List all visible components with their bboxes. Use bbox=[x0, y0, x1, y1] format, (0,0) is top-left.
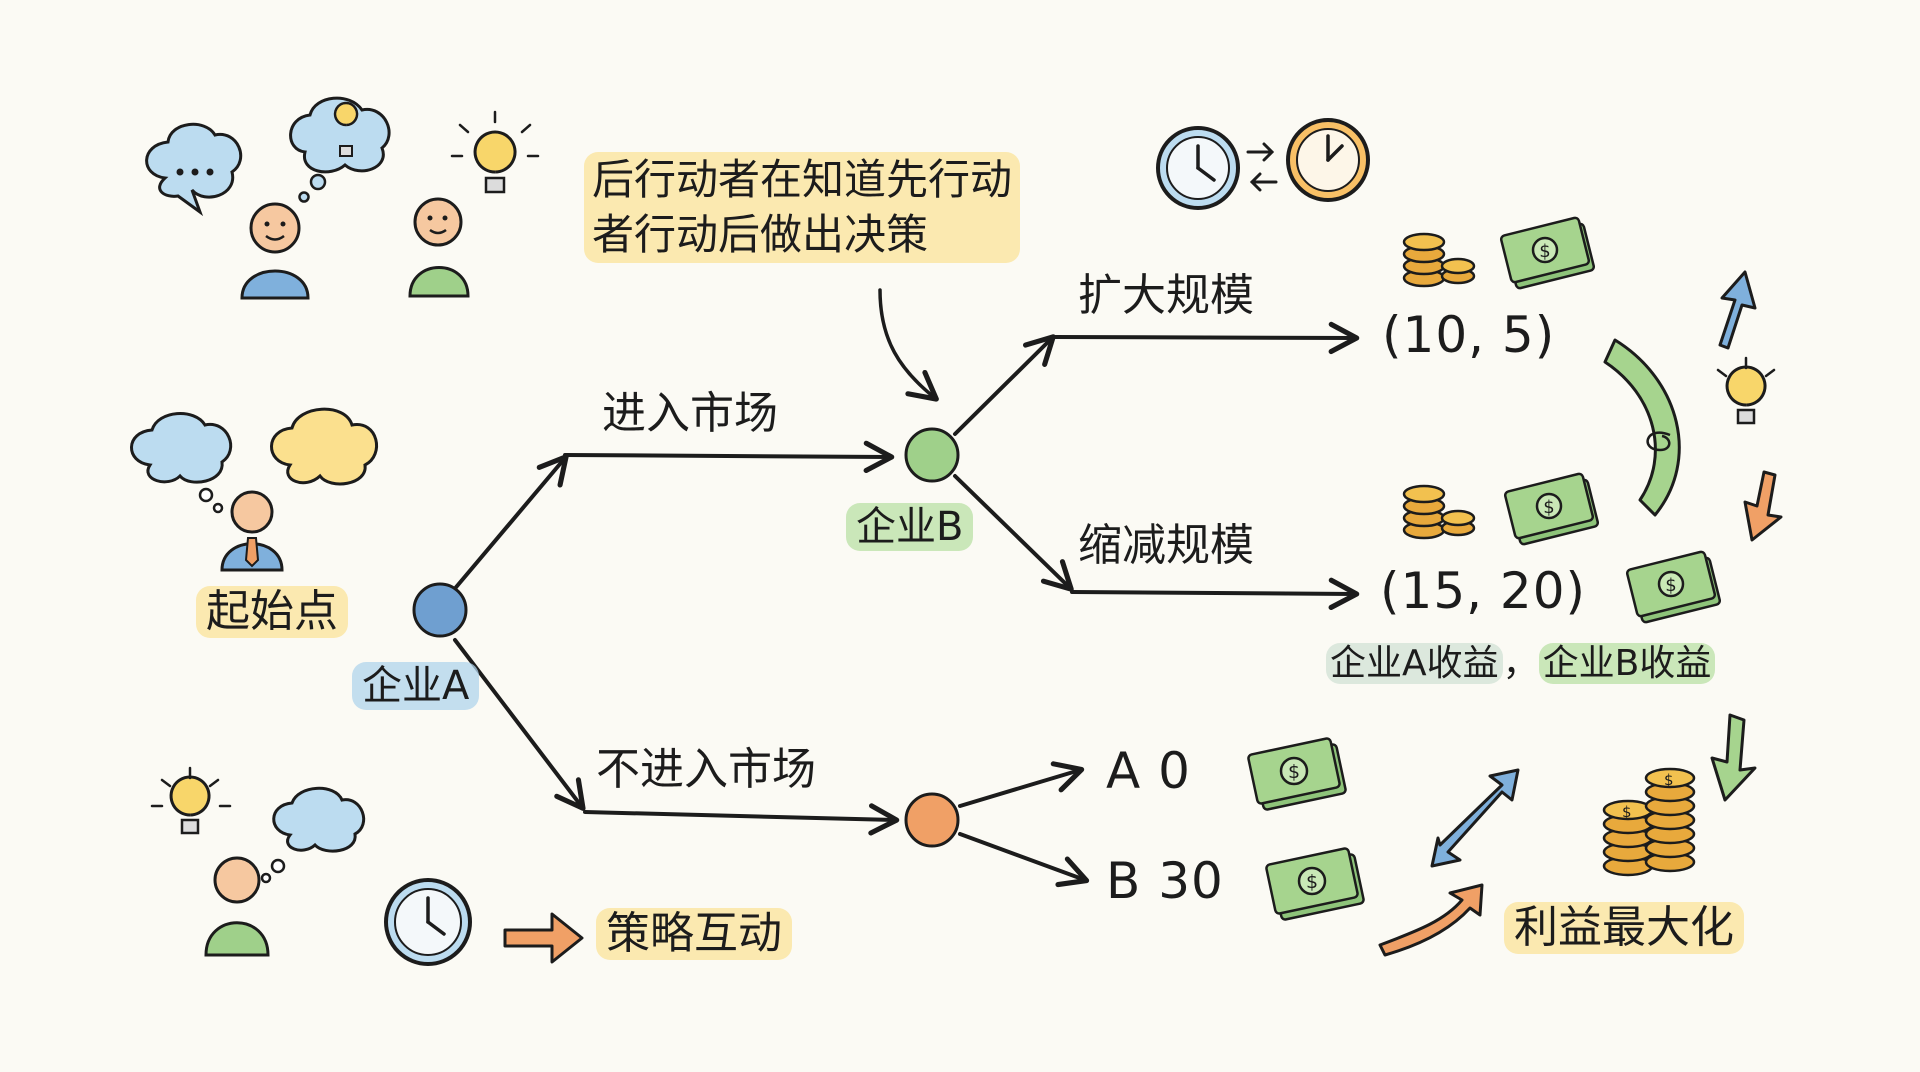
person-blue-icon bbox=[240, 202, 310, 300]
coin-pile-icon: $ $ bbox=[1602, 767, 1696, 877]
blue-double-arrow-icon bbox=[1430, 768, 1520, 868]
payoff-no-entry-b: B 30 bbox=[1106, 852, 1224, 910]
edge-enter-market bbox=[450, 440, 895, 594]
orange-arrow-down-icon bbox=[1743, 470, 1783, 542]
svg-text:$: $ bbox=[1306, 871, 1318, 893]
green-arrow-down-icon bbox=[1710, 713, 1757, 802]
coin-stack-middle-icon bbox=[1402, 484, 1476, 540]
green-curved-arrow-icon bbox=[1603, 338, 1681, 517]
note-line-2: 者行动后做出决策 bbox=[592, 210, 929, 260]
lightbulb-icon bbox=[450, 110, 540, 194]
orange-swoosh-arrow-icon bbox=[1378, 883, 1484, 957]
person-green-icon bbox=[408, 197, 470, 298]
root-label: 起始点 bbox=[196, 586, 348, 639]
edge-expand bbox=[953, 321, 1360, 436]
clock-bottom-icon bbox=[384, 878, 472, 966]
node-firm-a bbox=[412, 582, 468, 638]
cloud-yellow-icon bbox=[270, 407, 379, 486]
svg-text:$: $ bbox=[1543, 497, 1554, 518]
edge-outcome-b bbox=[958, 832, 1090, 888]
cash-b30-icon: $ bbox=[1265, 847, 1365, 921]
thought-bubble-idea-icon bbox=[289, 96, 391, 203]
payoff-legend-b: 企业B收益 bbox=[1538, 643, 1716, 684]
svg-text:$: $ bbox=[1664, 771, 1674, 789]
payoff-shrink: (15, 20) bbox=[1380, 562, 1587, 620]
payoff-legend: 企业A收益，企业B收益 bbox=[1326, 643, 1716, 684]
cash-shrink-icon: $ bbox=[1625, 550, 1722, 624]
payoff-no-entry-a: A 0 bbox=[1106, 742, 1191, 800]
payoff-legend-a: 企业A收益 bbox=[1326, 643, 1503, 684]
payoff-expand: (10, 5) bbox=[1382, 306, 1556, 364]
cloud-small-icon bbox=[260, 786, 366, 884]
edge-shrink bbox=[953, 474, 1360, 610]
svg-text:$: $ bbox=[1622, 803, 1632, 821]
edge-label-expand: 扩大规模 bbox=[1078, 270, 1254, 321]
cash-a0-icon: $ bbox=[1247, 737, 1347, 811]
firm-b-label: 企业B bbox=[846, 503, 974, 551]
svg-text:$: $ bbox=[1665, 575, 1676, 596]
edge-label-not-enter-market: 不进入市场 bbox=[596, 744, 816, 795]
note-line-1: 后行动者在知道先行动 bbox=[592, 155, 1013, 204]
edge-outcome-a bbox=[958, 761, 1085, 808]
svg-text:$: $ bbox=[1539, 241, 1550, 262]
orange-arrow-right-icon bbox=[503, 912, 584, 964]
clock-blue-icon bbox=[1156, 126, 1240, 210]
person-bottom-icon bbox=[204, 856, 270, 957]
clock-orange-icon bbox=[1286, 118, 1370, 202]
firm-a-label: 企业A bbox=[352, 662, 480, 710]
node-no-entry bbox=[904, 792, 960, 848]
cash-top-icon: $ bbox=[1499, 216, 1596, 290]
lightbulb-right-icon bbox=[1716, 356, 1776, 425]
strategy-interaction-label: 策略互动 bbox=[596, 908, 792, 961]
maximize-profit-label: 利益最大化 bbox=[1504, 902, 1744, 955]
swap-arrows-icon bbox=[1246, 142, 1278, 192]
edge-label-shrink: 缩减规模 bbox=[1078, 520, 1254, 571]
cloud-blue-icon bbox=[130, 412, 233, 514]
coin-stack-top-icon bbox=[1402, 232, 1476, 288]
note-pointer-arrow bbox=[878, 288, 939, 402]
blue-arrow-up-icon bbox=[1718, 270, 1757, 350]
node-firm-b bbox=[904, 427, 960, 483]
speech-bubble-icon bbox=[145, 122, 243, 217]
note-text: 后行动者在知道先行动 者行动后做出决策 bbox=[584, 152, 1021, 263]
svg-text:$: $ bbox=[1288, 761, 1300, 783]
businessman-icon bbox=[220, 490, 284, 572]
lightbulb-small-icon bbox=[150, 766, 232, 835]
payoff-legend-separator: ， bbox=[1502, 643, 1539, 684]
cash-middle-icon: $ bbox=[1503, 472, 1600, 546]
edge-label-enter-market: 进入市场 bbox=[602, 388, 778, 439]
